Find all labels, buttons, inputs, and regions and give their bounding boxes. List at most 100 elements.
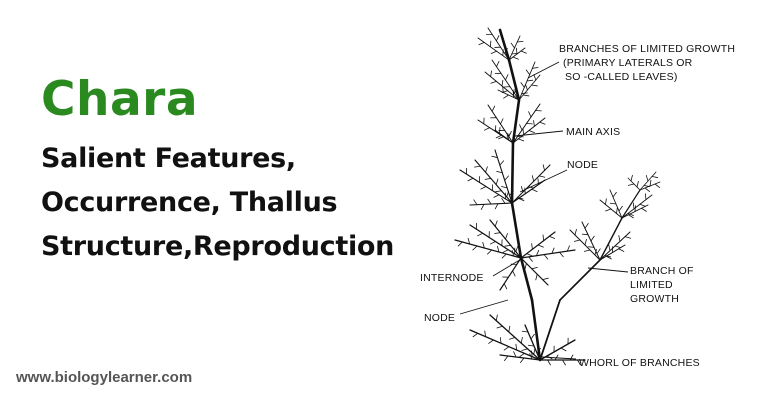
branch — [621, 194, 653, 219]
pointer-branches-limited — [527, 61, 560, 79]
branchlet — [536, 249, 540, 257]
branch — [469, 329, 541, 361]
branchlet — [628, 214, 634, 219]
branchlet — [509, 337, 516, 340]
branchlet — [542, 277, 549, 281]
branchlet — [574, 228, 577, 236]
branchlet — [531, 84, 538, 87]
branchlet — [496, 170, 503, 174]
branchlet — [503, 346, 510, 351]
branchlet — [624, 236, 632, 239]
branchlet — [496, 325, 503, 329]
branchlet — [594, 248, 597, 256]
branchlet — [508, 325, 511, 333]
pointer-node-upper — [519, 169, 568, 193]
branchlet — [531, 67, 539, 69]
branchlet — [501, 79, 504, 87]
branchlet — [529, 353, 533, 360]
subtitle-line-3: Structure,Reproduction — [41, 231, 395, 262]
branch — [487, 27, 510, 61]
branchlet — [517, 197, 524, 200]
branch — [494, 149, 513, 204]
branchlet — [566, 245, 570, 252]
label-branch-limited-3: GROWTH — [630, 293, 679, 305]
branchlet — [587, 246, 595, 248]
branchlet — [530, 333, 535, 340]
branch — [520, 257, 549, 286]
branchlet — [520, 357, 525, 363]
branchlet — [515, 245, 519, 253]
branch — [520, 249, 576, 259]
branchlet — [474, 165, 481, 168]
branchlet — [573, 239, 581, 242]
label-branch-limited-2: LIMITED — [630, 279, 673, 291]
page-subtitle: Salient Features, Occurrence, Thallus St… — [41, 137, 461, 269]
branch — [454, 239, 522, 259]
branchlet — [581, 233, 589, 236]
branchlet — [583, 249, 591, 252]
branchlet — [641, 207, 647, 212]
branchlet — [480, 186, 487, 190]
branchlet — [527, 186, 535, 189]
branchlet — [473, 199, 478, 206]
branchlet — [505, 233, 508, 240]
website-link[interactable]: www.biologylearner.com — [16, 369, 193, 386]
main-axis — [511, 98, 521, 145]
branch — [518, 74, 541, 101]
main-axis — [519, 256, 534, 302]
branchlet — [547, 359, 551, 366]
label-branch-limited-1: BRANCH OF — [630, 265, 694, 277]
branchlet — [493, 194, 500, 198]
branchlet — [495, 314, 498, 322]
branchlet — [604, 254, 612, 258]
pointer-main-axis — [514, 130, 564, 137]
branchlet — [608, 244, 611, 252]
branchlet — [539, 121, 546, 125]
branchlet — [510, 42, 515, 49]
branchlet — [484, 330, 486, 338]
branch — [499, 257, 522, 291]
branchlet — [605, 255, 612, 260]
branchlet — [577, 359, 581, 366]
branchlet — [649, 179, 652, 187]
branchlet — [526, 79, 534, 82]
branchlet — [643, 185, 651, 187]
branch — [511, 179, 546, 204]
pointer-internode — [492, 257, 524, 277]
branchlet — [494, 220, 498, 227]
branchlet — [495, 35, 500, 42]
main-axis — [530, 298, 542, 362]
branchlet — [596, 248, 601, 255]
branchlet — [500, 118, 504, 125]
branchlet — [497, 245, 500, 253]
branchlet — [505, 74, 509, 81]
branchlet — [520, 337, 523, 344]
branchlet — [605, 208, 612, 212]
branchlet — [618, 248, 625, 252]
branchlet — [514, 87, 518, 94]
branchlet — [528, 111, 532, 118]
branchlet — [472, 332, 479, 338]
long-branch — [599, 217, 623, 261]
branchlet — [513, 351, 517, 358]
label-node-upper: NODE — [567, 159, 598, 171]
branchlet — [477, 232, 484, 237]
branchlet — [478, 42, 485, 46]
branchlet — [531, 188, 538, 192]
branchlet — [508, 131, 512, 138]
branchlet — [644, 193, 647, 201]
branchlet — [494, 232, 501, 234]
branch — [474, 159, 513, 204]
branch — [539, 339, 576, 361]
branchlet — [559, 251, 564, 258]
main-axis — [507, 58, 521, 102]
branchlet — [569, 354, 574, 361]
branchlet — [504, 355, 509, 361]
branchlet — [501, 186, 508, 189]
branchlet — [504, 244, 512, 247]
branchlet — [590, 235, 595, 242]
branchlet — [644, 187, 651, 192]
long-branch — [539, 299, 561, 361]
branchlet — [494, 203, 499, 210]
subtitle-line-2: Occurrence, Thallus — [41, 187, 338, 218]
